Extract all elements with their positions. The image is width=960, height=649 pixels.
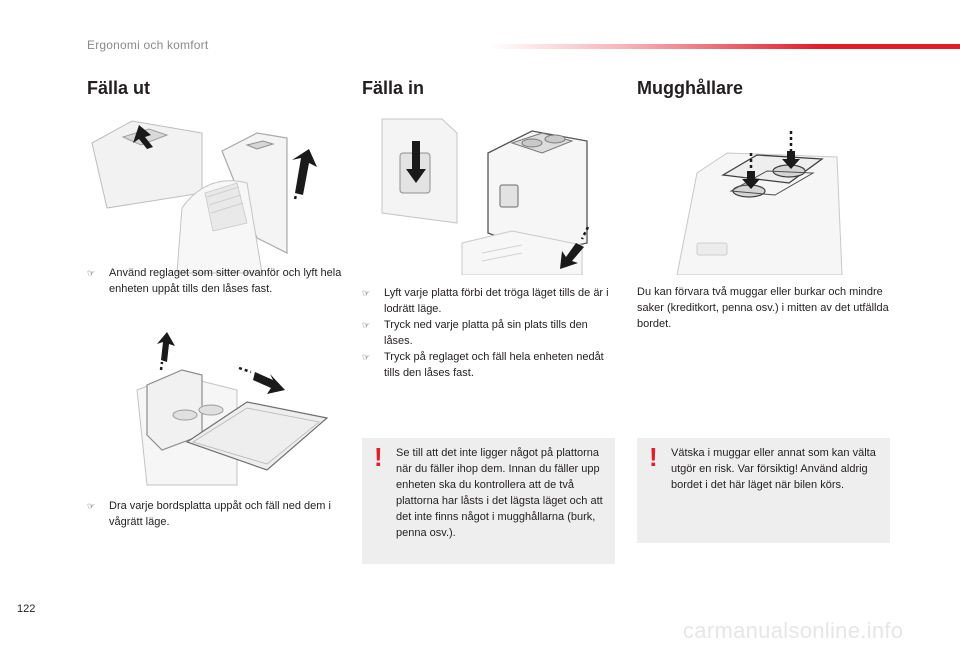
pointing-finger-icon: ☞	[362, 288, 371, 298]
pointing-finger-icon: ☞	[362, 320, 371, 330]
fold-out-step-2: ☞ Dra varje bordsplatta uppåt och fäll n…	[87, 498, 342, 530]
cup-holder-title: Mugghållare	[637, 78, 744, 98]
exclamation-icon: !	[649, 442, 658, 472]
fold-in-warning-box: ! Se till att det inte ligger något på p…	[362, 438, 615, 564]
page-number: 122	[17, 603, 36, 615]
fold-out-step-1: ☞ Använd reglaget som sitter ovanför och…	[87, 265, 342, 297]
pointing-finger-icon: ☞	[87, 268, 96, 278]
fold-in-warning-text: Se till att det inte ligger något på pla…	[396, 447, 603, 539]
fold-out-title: Fälla ut	[87, 78, 151, 98]
fold-in-illustration	[362, 113, 615, 275]
pointing-finger-icon: ☞	[362, 352, 371, 362]
fold-in-step-3-text: Tryck på reglaget och fäll hela enheten …	[384, 351, 604, 379]
header-accent-bar	[490, 44, 960, 49]
chapter-title: Ergonomi och komfort	[87, 38, 209, 52]
fold-in-steps: ☞ Lyft varje platta förbi det tröga läge…	[362, 285, 617, 381]
pointing-finger-icon: ☞	[87, 501, 96, 511]
exclamation-icon: !	[374, 442, 383, 472]
fold-out-step-2-text: Dra varje bordsplatta uppåt och fäll ned…	[109, 500, 331, 528]
fold-in-step-1-text: Lyft varje platta förbi det tröga läget …	[384, 287, 609, 315]
watermark: carmanualsonline.info	[683, 618, 904, 643]
cup-holder-warning-text: Vätska i muggar eller annat som kan vält…	[671, 447, 876, 491]
fold-out-step-1-text: Använd reglaget som sitter ovanför och l…	[109, 267, 342, 295]
cup-holder-description: Du kan förvara två muggar eller burkar o…	[637, 286, 889, 330]
fold-out-illustration-2	[87, 330, 340, 490]
cup-holder-illustration	[637, 113, 890, 275]
cup-holder-warning-box: ! Vätska i muggar eller annat som kan vä…	[637, 438, 890, 543]
fold-out-illustration-1	[87, 113, 340, 275]
fold-in-step-2-text: Tryck ned varje platta på sin plats till…	[384, 319, 588, 347]
fold-in-title: Fälla in	[362, 78, 425, 98]
